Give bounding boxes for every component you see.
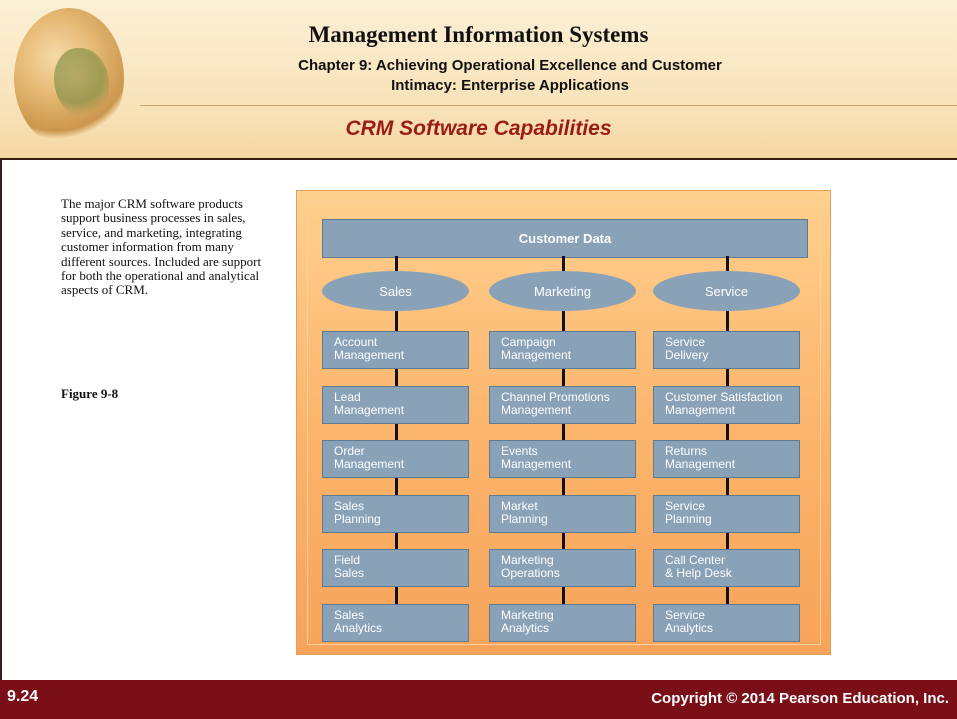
service-connector <box>725 369 729 387</box>
book-title: Management Information Systems <box>308 22 649 47</box>
header-divider <box>140 105 957 106</box>
capability-label-line: Management <box>665 457 736 471</box>
capability-label-line: Management <box>665 402 736 417</box>
capability-label-line: Planning <box>501 511 548 526</box>
service-connector <box>725 532 729 550</box>
service-connector <box>725 478 729 496</box>
marketing-connector <box>561 587 565 605</box>
copyright-notice: Copyright © 2014 Pearson Education, Inc. <box>651 690 949 707</box>
capability-label-line: Marketing <box>501 553 554 567</box>
capability-label-line: Account <box>334 335 378 349</box>
sales-connector <box>394 369 398 387</box>
capability-label-line: Management <box>334 348 405 362</box>
marketing-connector-ellipse <box>561 311 565 331</box>
capability-label-line: Management <box>334 402 405 417</box>
sales-connector <box>394 532 398 550</box>
capability-label-line: Returns <box>665 444 708 458</box>
capability-label-line: Field <box>334 553 361 567</box>
capability-label-line: Service <box>665 335 706 349</box>
service-connector-top <box>725 256 729 271</box>
slide-footer: 9.24 Copyright © 2014 Pearson Education,… <box>0 680 957 719</box>
capability-label-line: Sales <box>334 498 365 513</box>
sales-ellipse: Sales <box>322 271 469 311</box>
capability-label-line: Analytics <box>665 620 714 635</box>
service-connector <box>725 423 729 441</box>
figure-label: Figure 9-8 <box>61 386 119 401</box>
capability-label-line: Sales <box>334 607 365 622</box>
chapter-title: Chapter 9: Achieving Operational Excelle… <box>230 56 790 96</box>
service-capability-box: Call Center& Help Desk <box>653 549 800 587</box>
capability-label-line: Operations <box>501 566 560 580</box>
capability-label-line: Lead <box>334 389 361 404</box>
capability-label-line: Service <box>665 498 706 513</box>
capability-label-line: Analytics <box>501 620 550 635</box>
capability-label-line: Management <box>501 348 572 362</box>
capability-label-line: Planning <box>334 511 381 526</box>
capability-label-line: Events <box>501 444 538 458</box>
sales-connector-top <box>394 256 398 271</box>
capability-label-line: Customer Satisfaction <box>665 389 783 404</box>
capability-label-line: Analytics <box>334 620 383 635</box>
capability-label-line: & Help Desk <box>665 566 732 580</box>
capability-label-line: Management <box>501 457 572 471</box>
customer-data-bar: Customer Data <box>322 219 808 258</box>
capability-label-line: Sales <box>334 566 365 580</box>
slide-title: CRM Software Capabilities <box>345 117 612 140</box>
slide-header: Management Information Systems Chapter 9… <box>0 0 957 160</box>
capability-label-line: Market <box>501 498 538 513</box>
capability-label-line: Campaign <box>501 335 556 349</box>
sales-connector <box>394 587 398 605</box>
chapter-line-2: Intimacy: Enterprise Applications <box>391 77 629 94</box>
slide-number: 9.24 <box>7 688 39 705</box>
crm-diagram-inner-border <box>307 201 821 645</box>
capability-label-line: Delivery <box>665 348 709 362</box>
sales-connector <box>394 423 398 441</box>
capability-label-line: Planning <box>665 511 712 526</box>
chapter-line-1: Chapter 9: Achieving Operational Excelle… <box>298 57 722 74</box>
sales-connector-ellipse <box>394 311 398 331</box>
marketing-connector <box>561 478 565 496</box>
marketing-connector-top <box>561 256 565 271</box>
service-connector <box>725 587 729 605</box>
service-connector-ellipse <box>725 311 729 331</box>
capability-label-line: Order <box>334 444 365 458</box>
service-ellipse: Service <box>653 271 800 311</box>
capability-label-line: Call Center <box>665 553 726 567</box>
marketing-connector <box>561 423 565 441</box>
capability-label-line: Management <box>334 457 405 471</box>
capability-label-line: Management <box>501 402 572 417</box>
marketing-connector <box>561 369 565 387</box>
capability-label-line: Service <box>665 607 706 622</box>
globe-logo <box>14 8 124 148</box>
sales-connector <box>394 478 398 496</box>
capability-label-line: Channel Promotions <box>501 389 610 404</box>
marketing-ellipse: Marketing <box>489 271 636 311</box>
figure-description: The major CRM software products support … <box>61 196 262 298</box>
globe-continent <box>54 48 109 118</box>
left-border <box>0 160 2 680</box>
capability-label-line: Marketing <box>501 607 554 622</box>
marketing-connector <box>561 532 565 550</box>
